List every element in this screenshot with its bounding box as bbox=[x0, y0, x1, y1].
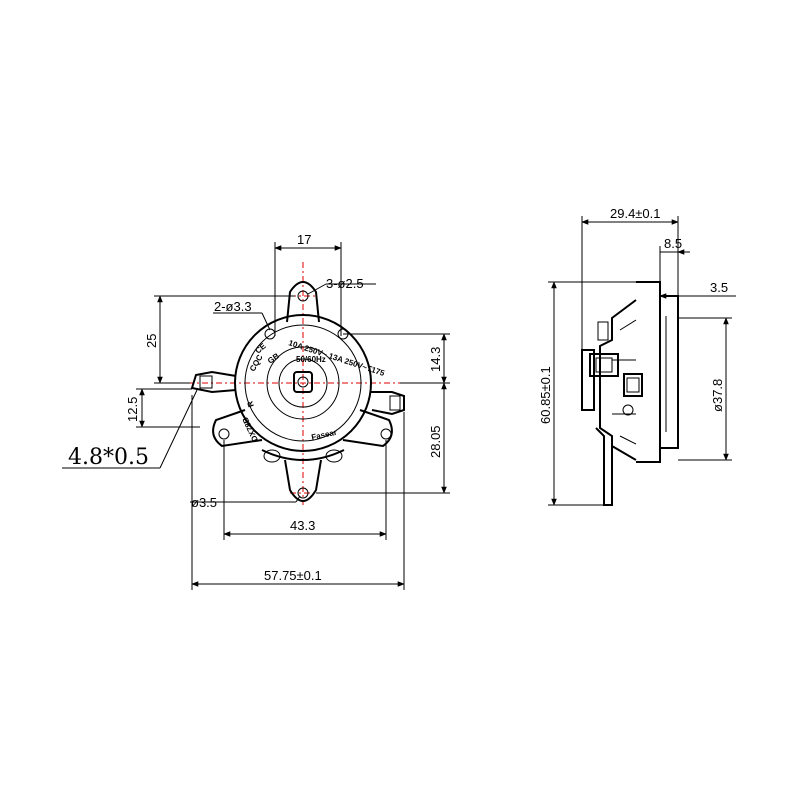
side-back-plate bbox=[636, 281, 661, 463]
body-inner-ring bbox=[266, 346, 340, 420]
right-mount-hole bbox=[380, 428, 392, 440]
side-terminal-lower bbox=[623, 373, 643, 397]
side-terminal-slot bbox=[597, 321, 609, 341]
leader-top-hole bbox=[307, 283, 327, 295]
dim-2-hole: 2-ø3.3 bbox=[214, 299, 252, 314]
bottom-lug bbox=[284, 459, 322, 502]
side-terminal-left bbox=[581, 349, 595, 411]
dim-25: 25 bbox=[144, 334, 159, 348]
side-body-detail bbox=[612, 319, 637, 445]
foot-right bbox=[325, 449, 343, 463]
label-cqc: CQC bbox=[248, 353, 265, 373]
label-fasear: Fasear bbox=[311, 428, 338, 442]
side-terminal-upper-inner bbox=[595, 357, 613, 373]
bottom-feet bbox=[261, 449, 345, 461]
top-lug-hole bbox=[297, 290, 309, 302]
top-lug bbox=[286, 281, 320, 323]
side-step bbox=[660, 295, 679, 449]
front-view: 10A 250V~ 13A 250V~T175 50/60Hz GB CQC C… bbox=[62, 232, 450, 590]
body-outer-ring bbox=[234, 314, 372, 452]
bottom-lug-hole bbox=[297, 487, 309, 499]
label-dx78b: DX78B bbox=[241, 416, 260, 443]
side-view: 29.4±0.1 8.5 3.5 60.85±0.1 ø37.8 bbox=[538, 206, 736, 506]
right-terminal-tab bbox=[389, 395, 401, 411]
right-terminal bbox=[370, 391, 405, 416]
dim-37-8: ø37.8 bbox=[710, 379, 725, 412]
left-mount-ear bbox=[212, 409, 263, 448]
left-mount-hole bbox=[218, 428, 230, 440]
dim-bottom-hole: ø3.5 bbox=[191, 495, 217, 510]
center-pin-inner bbox=[297, 376, 309, 388]
side-screw bbox=[622, 404, 634, 416]
leader-bottom-hole-slope bbox=[295, 495, 301, 503]
left-terminal-tab bbox=[199, 375, 213, 389]
side-bottom-tab bbox=[595, 427, 613, 506]
dim-8-5: 8.5 bbox=[664, 236, 682, 251]
dim-14-3: 14.3 bbox=[428, 347, 443, 372]
dim-3-5: 3.5 bbox=[710, 280, 728, 295]
dim-28-05: 28.05 bbox=[428, 425, 443, 458]
dim-29-4: 29.4±0.1 bbox=[610, 206, 661, 221]
side-terminal-upper bbox=[589, 353, 619, 377]
center-pin bbox=[293, 371, 313, 393]
dim-57-75: 57.75±0.1 bbox=[264, 568, 322, 583]
dim-3-hole: 3-ø2.5 bbox=[326, 276, 364, 291]
foot-left bbox=[263, 449, 281, 463]
left-terminal bbox=[190, 370, 237, 394]
upper-left-hole bbox=[264, 328, 276, 340]
body-label-ring bbox=[244, 324, 362, 442]
label-50-60hz: 50/60Hz bbox=[296, 355, 326, 364]
dim-17: 17 bbox=[297, 232, 311, 247]
right-mount-ear bbox=[342, 409, 393, 448]
leader-terminal-slope bbox=[159, 389, 198, 469]
dim-12-5: 12.5 bbox=[125, 397, 140, 422]
side-body bbox=[599, 299, 637, 461]
label-gb: GB bbox=[266, 351, 281, 365]
body-hub bbox=[278, 358, 328, 408]
leader-side-hole-slope bbox=[261, 312, 271, 331]
dim-43-3: 43.3 bbox=[290, 518, 315, 533]
label-r: R bbox=[245, 400, 256, 409]
dim-terminal: 4.8*0.5 bbox=[68, 445, 149, 470]
dim-60-85: 60.85±0.1 bbox=[538, 366, 553, 424]
side-terminal-lower-inner bbox=[626, 377, 640, 393]
